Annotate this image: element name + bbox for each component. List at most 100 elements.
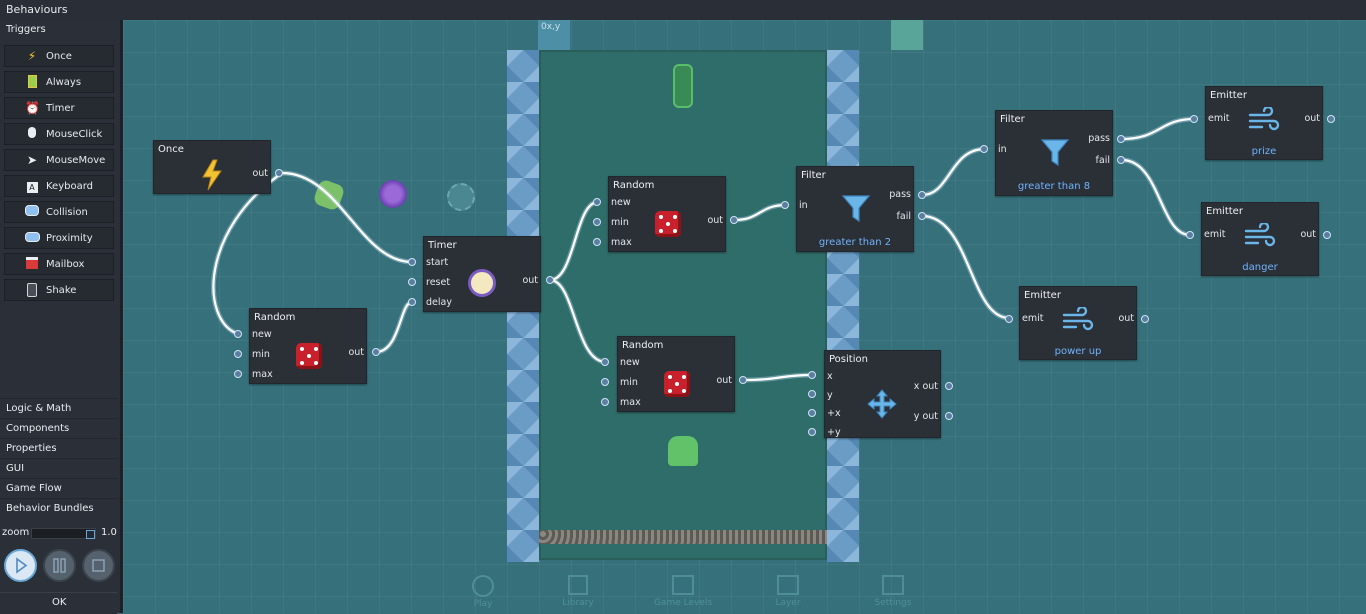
category-behavior-bundles[interactable]: Behavior Bundles (0, 498, 118, 519)
node-random-3[interactable]: Random new min max out (617, 336, 735, 412)
zoom-slider-handle[interactable] (86, 530, 95, 539)
position-x-port[interactable] (808, 371, 816, 379)
trigger-timer[interactable]: ⏰Timer (4, 97, 114, 119)
random3-min-port[interactable] (601, 378, 609, 386)
zoom-control: zoom 1.0 (0, 522, 120, 542)
random1-max-port[interactable] (234, 370, 242, 378)
pause-button[interactable] (43, 549, 76, 582)
random1-min-port[interactable] (234, 350, 242, 358)
emitter-prize-emit-port[interactable] (1190, 115, 1198, 123)
zoom-slider[interactable] (31, 528, 96, 539)
emitter-danger-out-port[interactable] (1323, 231, 1331, 239)
random2-out-port[interactable] (730, 216, 738, 224)
bottom-layer[interactable]: Layer (758, 575, 818, 608)
filter1-fail-port[interactable] (918, 212, 926, 220)
bottom-settings[interactable]: Settings (863, 575, 923, 608)
node-random-1[interactable]: Random new min max out (249, 308, 367, 384)
green-character-sprite (668, 436, 698, 466)
node-emitter-danger[interactable]: Emitter emit out danger (1201, 202, 1319, 276)
node-position[interactable]: Position x y +x +y x out y out (824, 350, 941, 438)
wind-icon (1062, 307, 1094, 331)
position-plus-x-port[interactable] (808, 409, 816, 417)
filter2-in-port[interactable] (980, 145, 988, 153)
play-button[interactable] (4, 549, 37, 582)
random2-min-port[interactable] (593, 218, 601, 226)
category-game-flow[interactable]: Game Flow (0, 478, 118, 499)
node-filter-2[interactable]: Filter in pass fail greater than 8 (995, 110, 1113, 196)
random1-new-port[interactable] (234, 330, 242, 338)
timer-reset-port[interactable] (408, 278, 416, 286)
dice-icon (655, 211, 681, 237)
random3-max-port[interactable] (601, 398, 609, 406)
emitter-danger-emit-port[interactable] (1186, 231, 1194, 239)
app-title: Behaviours (6, 3, 68, 16)
random3-new-port[interactable] (601, 358, 609, 366)
filter1-pass-port[interactable] (918, 191, 926, 199)
category-properties[interactable]: Properties (0, 438, 118, 459)
stop-button[interactable] (82, 549, 115, 582)
bottom-toolbar: Play Library Game Levels Layer Settings (453, 575, 923, 613)
scene-floor (539, 530, 827, 544)
capsule-sprite (673, 64, 693, 108)
triggers-header[interactable]: Triggers (6, 24, 46, 35)
pause-icon (53, 558, 66, 573)
library-cube-icon (568, 575, 588, 595)
trigger-shake[interactable]: Shake (4, 279, 114, 301)
move-arrows-icon (867, 389, 897, 419)
position-y-port[interactable] (808, 390, 816, 398)
trigger-collision[interactable]: Collision (4, 201, 114, 223)
position-y-out-port[interactable] (945, 412, 953, 420)
timer-out-port[interactable] (546, 276, 554, 284)
category-logic-math[interactable]: Logic & Math (0, 398, 118, 419)
key-icon: A (25, 179, 39, 193)
timer-delay-port[interactable] (408, 298, 416, 306)
node-emitter-prize[interactable]: Emitter emit out prize (1205, 86, 1323, 160)
trigger-mousemove[interactable]: ➤MouseMove (4, 149, 114, 171)
bottom-game-levels[interactable]: Game Levels (653, 575, 713, 608)
node-timer[interactable]: Timer start reset delay out (423, 236, 541, 312)
trigger-once[interactable]: ⚡Once (4, 45, 114, 67)
spike-mine-sprite (447, 183, 475, 211)
play-icon (16, 557, 28, 574)
random1-out-port[interactable] (372, 348, 380, 356)
trigger-proximity[interactable]: Proximity (4, 227, 114, 249)
ok-button[interactable]: OK (0, 592, 117, 614)
emitter-power-up-out-port[interactable] (1141, 315, 1149, 323)
wind-icon (1248, 107, 1280, 131)
alarm-clock-icon (468, 269, 496, 297)
category-components[interactable]: Components (0, 418, 118, 439)
random2-new-port[interactable] (593, 198, 601, 206)
emitter-prize-out-port[interactable] (1327, 115, 1335, 123)
dice-icon (664, 371, 690, 397)
random2-max-port[interactable] (593, 238, 601, 246)
bottom-play[interactable]: Play (453, 575, 513, 609)
trigger-mouseclick[interactable]: MouseClick (4, 123, 114, 145)
emitter-power-up-emit-port[interactable] (1005, 315, 1013, 323)
category-gui[interactable]: GUI (0, 458, 118, 479)
trigger-always[interactable]: Always (4, 71, 114, 93)
position-x-out-port[interactable] (945, 382, 953, 390)
once-out-port[interactable] (275, 169, 283, 177)
position-plus-y-port[interactable] (808, 428, 816, 436)
random3-out-port[interactable] (739, 376, 747, 384)
node-emitter-power-up[interactable]: Emitter emit out power up (1019, 286, 1137, 360)
filter1-in-port[interactable] (781, 201, 789, 209)
cursor-icon: ➤ (26, 153, 38, 167)
filter2-fail-port[interactable] (1117, 156, 1125, 164)
bottom-library[interactable]: Library (548, 575, 608, 608)
node-filter-1[interactable]: Filter in pass fail greater than 2 (796, 166, 914, 252)
node-random-2[interactable]: Random new min max out (608, 176, 726, 252)
zoom-value: 1.0 (101, 527, 117, 538)
origin-marker: 0x,y (541, 22, 561, 32)
sliders-icon (882, 575, 904, 595)
node-once[interactable]: Once out (153, 140, 271, 194)
timer-start-port[interactable] (408, 258, 416, 266)
grapes-sprite (379, 180, 407, 208)
stop-icon (92, 559, 105, 572)
zoom-label: zoom (2, 527, 30, 538)
filter2-pass-port[interactable] (1117, 135, 1125, 143)
trigger-mailbox[interactable]: Mailbox (4, 253, 114, 275)
sidebar: Triggers ⚡Once Always ⏰Timer MouseClick … (0, 20, 123, 613)
